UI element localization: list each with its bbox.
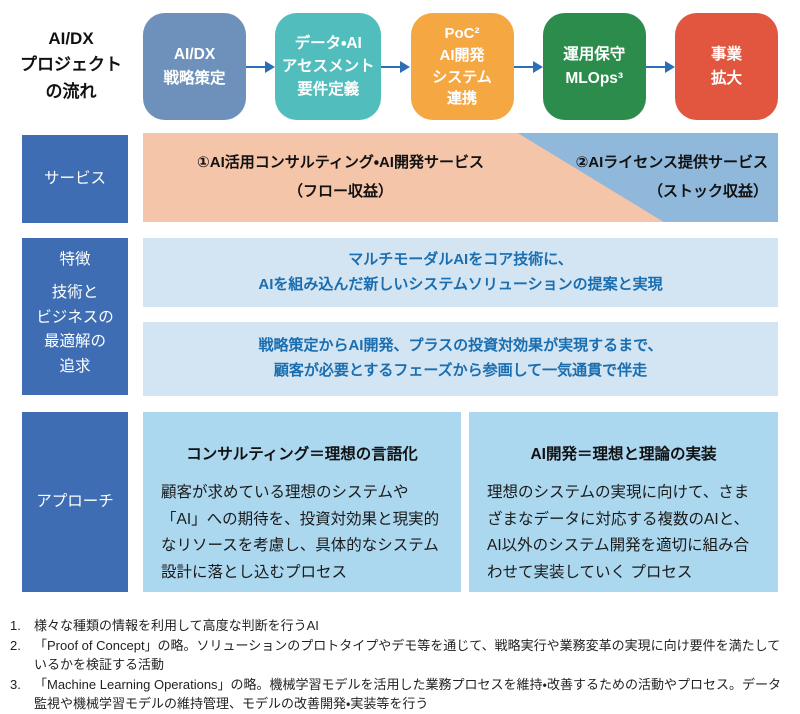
service-row-label: サービス [22, 135, 128, 223]
service-content: ①AI活用コンサルティング・AI開発サービス （フロー収益） ②AIライセンス提… [143, 133, 778, 222]
flow-arrow-icon [645, 13, 675, 120]
feature-label-title: 特徴 [59, 251, 91, 268]
approach-box-development: AI開発＝理想と理論の実装 理想のシステムの実現に向けて、さまざまなデータに対応… [469, 412, 778, 592]
approach-box-consulting: コンサルティング＝理想の言語化 顧客が求めている理想のシステムや「AI」への期待… [143, 412, 461, 592]
service-license-line1: ②AIライセンス提供サービス [575, 154, 768, 171]
feature-row-label: 特徴 技術と ビジネスの 最適解の 追求 [22, 238, 128, 395]
footnote-item: 1. 様々な種類の情報を利用して高度な判断を行うAI [10, 616, 792, 636]
footnote-text: 「Proof of Concept」の略。ソリューションのプロトタイプやデモ等を… [34, 637, 781, 673]
approach-consulting-heading: コンサルティング＝理想の言語化 [186, 446, 418, 463]
flow-step-expansion: 事業 拡大 [675, 13, 778, 120]
service-consulting-text: ①AI活用コンサルティング・AI開発サービス （フロー収益） [143, 133, 538, 222]
flow-arrow-icon [246, 13, 276, 120]
footnote-text: 「Machine Learning Operations」の略。機械学習モデルを… [34, 676, 781, 712]
approach-development-heading: AI開発＝理想と理論の実装 [530, 446, 717, 463]
flow-strip: AI/DX 戦略策定 データ・AI アセスメント 要件定義 PoC² AI開発 … [143, 13, 778, 120]
approach-consulting-body: 顧客が求めている理想のシステムや「AI」への期待を、投資対効果と現実的なリソース… [161, 484, 440, 581]
feature-label-subtitle: 技術と ビジネスの 最適解の 追求 [36, 283, 114, 376]
footnote-number: 1. [10, 618, 21, 633]
flow-step-strategy: AI/DX 戦略策定 [143, 13, 246, 120]
footnote-number: 2. [10, 637, 21, 653]
flow-step-assessment: データ・AI アセスメント 要件定義 [275, 13, 382, 120]
footnote-item: 2. 「Proof of Concept」の略。ソリューションのプロトタイプやデ… [10, 636, 792, 675]
service-license-line2: （ストック収益） [647, 182, 768, 200]
service-consulting-line1: ①AI活用コンサルティング・AI開発サービス [197, 154, 484, 171]
footnote-item: 3. 「Machine Learning Operations」の略。機械学習モ… [10, 675, 792, 714]
service-license-text: ②AIライセンス提供サービス （ストック収益） [468, 133, 768, 222]
approach-row-label: アプローチ [22, 412, 128, 592]
approach-development-body: 理想のシステムの実現に向けて、さまざまなデータに対応する複数のAIと、AI以外の… [487, 484, 750, 581]
flow-arrow-icon [513, 13, 543, 120]
footnotes: 1. 様々な種類の情報を利用して高度な判断を行うAI 2. 「Proof of … [10, 616, 792, 714]
feature-box-accompany: 戦略策定からAI開発、プラスの投資対効果が実現するまで、 顧客が必要とするフェー… [143, 322, 778, 396]
footnote-text: 様々な種類の情報を利用して高度な判断を行うAI [34, 618, 319, 633]
service-consulting-line2: （フロー収益） [287, 182, 393, 200]
feature-box-multimodal: マルチモーダルAIをコア技術に、 AIを組み込んだ新しいシステムソリューションの… [143, 238, 778, 307]
flow-title: AI/DX プロジェクト の流れ [20, 29, 122, 101]
flow-arrow-icon [381, 13, 411, 120]
flow-step-poc: PoC² AI開発 システム 連携 [410, 13, 514, 120]
footnote-number: 3. [10, 676, 21, 692]
flow-step-mlops: 運用保守 MLOps³ [542, 13, 646, 120]
